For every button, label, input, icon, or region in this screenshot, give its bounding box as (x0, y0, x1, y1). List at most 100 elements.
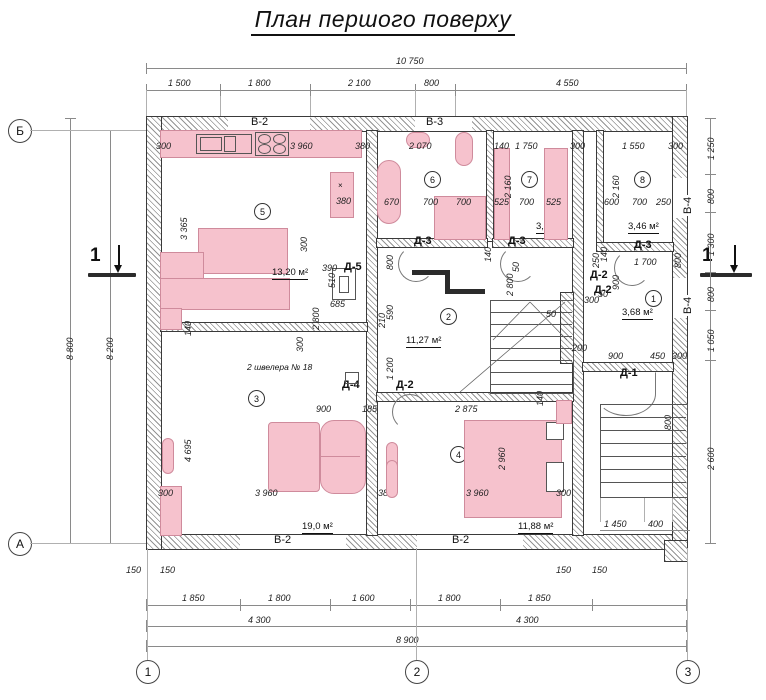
dim-tick (146, 640, 147, 652)
interior-wall-horizontal-lower (376, 392, 574, 402)
bottom-dim-3: 1 600 (352, 593, 375, 603)
exterior-wall-right (672, 116, 688, 550)
dim-700d: 700 (632, 197, 648, 207)
ext-line (415, 90, 416, 118)
staircase (490, 300, 574, 394)
stove-burner-icon (273, 134, 286, 144)
dim-700b: 700 (456, 197, 472, 207)
ext-line (146, 90, 147, 116)
bathtub (377, 160, 401, 224)
room-area-4: 11,88 м² (518, 521, 554, 534)
beam-segment-3 (445, 289, 485, 294)
dim-3365: 3 365 (179, 217, 189, 240)
room-area-2: 11,27 м² (406, 335, 442, 348)
dim-590: 590 (385, 304, 395, 320)
nightstand-room4 (546, 462, 564, 492)
bottom-overall-dim-text: 8 900 (396, 635, 419, 645)
grid-axis-line-b (30, 130, 150, 131)
top-chain-dim-line (146, 90, 686, 91)
ext-stair-tread (600, 430, 686, 431)
right-dim-2: 800 (706, 188, 716, 204)
dim-bath-670: 670 (384, 197, 400, 207)
dim-2160b: 2 160 (611, 175, 621, 198)
dim-900c: 900 (608, 351, 624, 361)
bottom-dim-4: 1 800 (438, 593, 461, 603)
interior-wall-bath-divider (486, 130, 494, 242)
ext-line (455, 96, 456, 118)
dim-2875: 2 875 (455, 404, 478, 414)
top-dim-2: 1 800 (248, 78, 271, 88)
dim-3960c: 3 960 (466, 488, 489, 498)
dim-140r7: 140 (494, 141, 510, 151)
ext-line (220, 96, 221, 118)
dim-900b: 900 (316, 404, 332, 414)
window-label-b2-bottom-left: В-2 (272, 534, 294, 546)
dim-300c: 300 (295, 336, 305, 352)
dim-300r8: 300 (668, 141, 684, 151)
sink-icon (196, 134, 252, 154)
ext-stair-tread (600, 482, 686, 483)
interior-wall-vestibule (582, 362, 674, 372)
grid-axis-line-1 (147, 548, 148, 660)
dim-1750: 1 750 (515, 141, 538, 151)
dim-4695: 4 695 (183, 439, 193, 462)
dim-185: 185 (362, 404, 378, 414)
right-dim-5: 1 050 (706, 329, 716, 352)
dim-tick (146, 63, 147, 74)
bottom-edge-150-c: 150 (556, 565, 572, 575)
dim-250c: 250 (591, 252, 601, 268)
armchair-seam (320, 456, 360, 457)
dim-685: 685 (330, 299, 346, 309)
room-number-2: 2 (440, 308, 457, 325)
stair-tread (490, 372, 572, 373)
room-number-8: 8 (634, 171, 651, 188)
grid-axis-line-2 (416, 548, 417, 660)
dim-390: 390 (322, 263, 338, 273)
door-label-d3-a: Д-3 (414, 235, 432, 247)
right-dim-3: 1 300 (706, 233, 716, 256)
bottom-edge-150-a: 150 (126, 565, 142, 575)
right-dim-4: 800 (706, 286, 716, 302)
right-dim-1: 1 250 (706, 137, 716, 160)
bottom-edge-150-b: 150 (160, 565, 176, 575)
page-title: План першого поверху (0, 6, 766, 36)
dim-1450: 1 450 (604, 519, 627, 529)
bottom-dim-5: 1 850 (528, 593, 551, 603)
dim-tick (705, 360, 716, 361)
door-swing-d3-c (614, 250, 650, 286)
door-swing-d1 (596, 372, 656, 416)
top-dim-5: 4 550 (556, 78, 579, 88)
grid-bubble-2: 2 (405, 660, 429, 684)
room-number-1: 1 (645, 290, 662, 307)
dim-tick (705, 174, 716, 175)
dim-tick (686, 640, 687, 652)
dim-tick (310, 84, 311, 96)
dim-525a: 525 (494, 197, 510, 207)
dim-200: 200 (572, 343, 588, 353)
room-number-6: 6 (424, 171, 441, 188)
dim-140b: 140 (483, 246, 493, 262)
fridge (330, 172, 354, 218)
stair-tread (490, 348, 572, 349)
grid-axis-line-3 (687, 548, 688, 660)
ext-line (672, 498, 673, 522)
dim-kitchen-300: 300 (156, 141, 172, 151)
closet-inner (339, 276, 349, 293)
interior-wall-vertical-1 (366, 130, 378, 536)
dim-300f: 300 (584, 295, 600, 305)
dim-450: 450 (650, 351, 666, 361)
beam-segment-1 (412, 270, 450, 275)
ext-line (686, 90, 687, 116)
section-marker-left: 1 (88, 245, 140, 285)
cabinet-room5 (160, 308, 182, 330)
room-number-7: 7 (521, 171, 538, 188)
door-label-d2-c: Д-2 (594, 284, 612, 296)
top-dim-4: 800 (424, 78, 440, 88)
door-label-d4: Д-4 (342, 379, 360, 391)
dim-3960b: 3 960 (255, 488, 278, 498)
door-swing-d3-a (398, 246, 434, 282)
left-overall-dim-line (70, 118, 71, 543)
ext-line (310, 96, 311, 118)
bottom-edge-150-d: 150 (592, 565, 608, 575)
top-dim-3: 2 100 (348, 78, 371, 88)
